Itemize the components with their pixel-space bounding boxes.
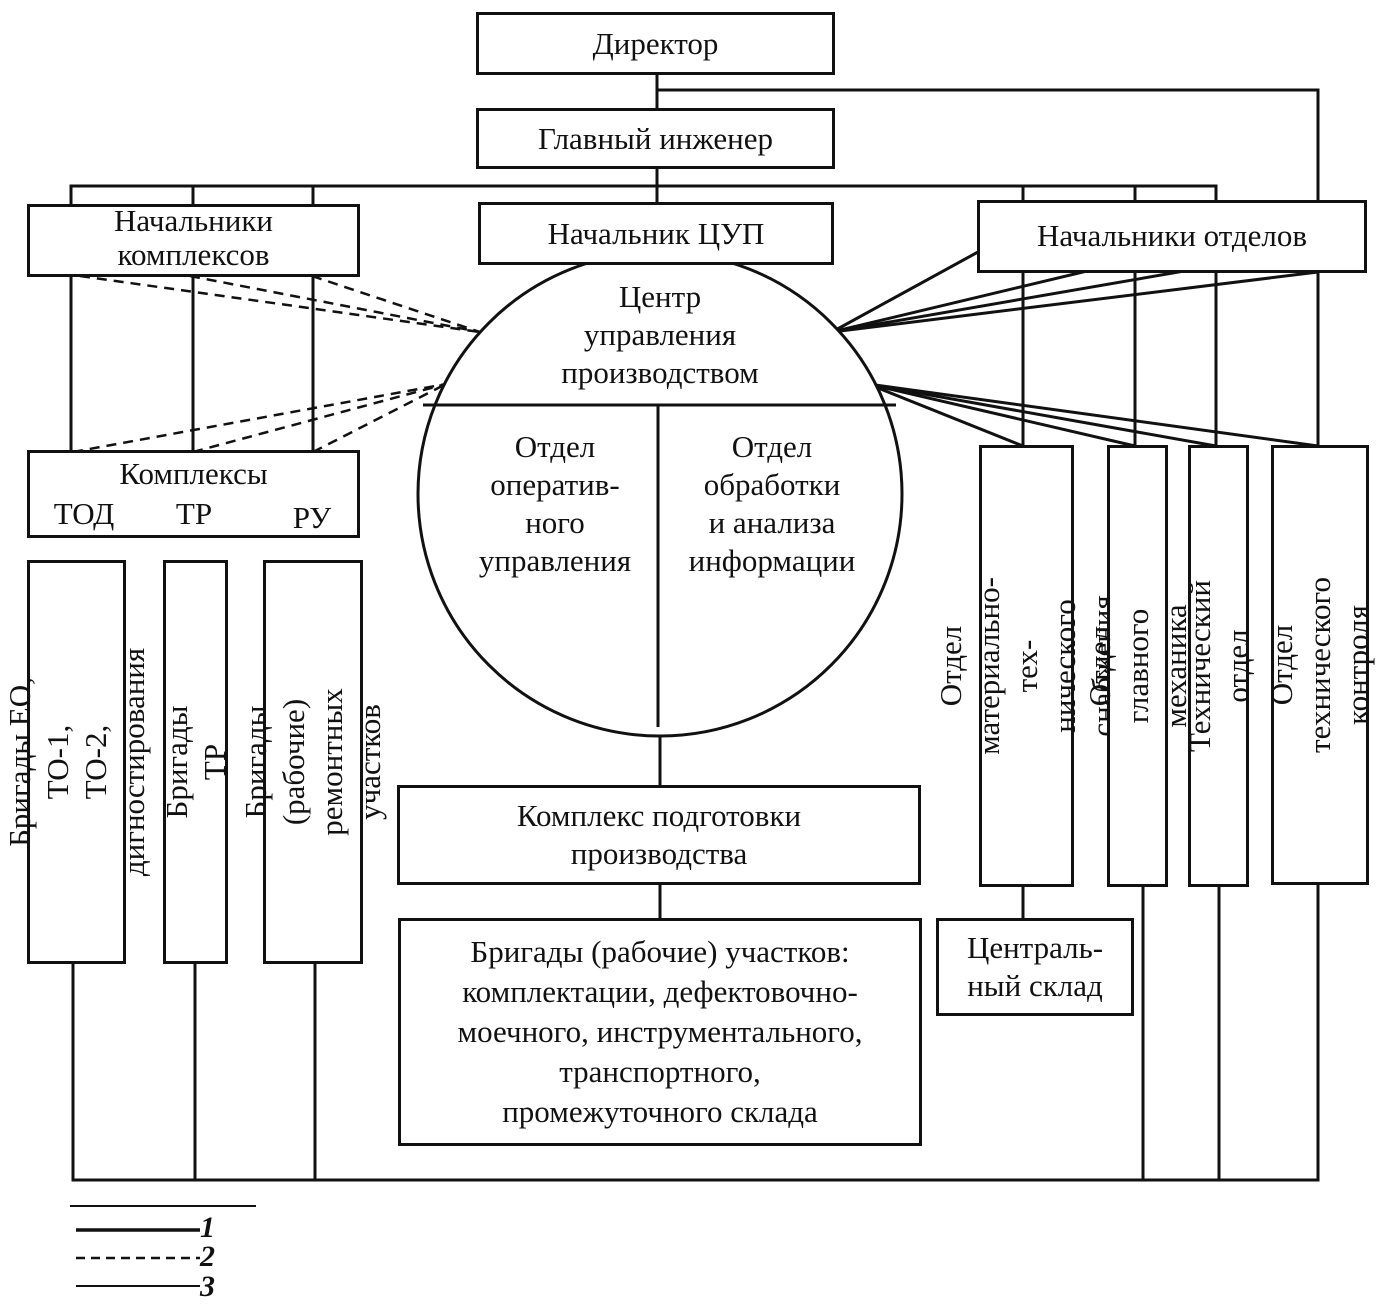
supply-dept-box: Отдел материально-тех- нического снабжен… (933, 445, 1120, 887)
complex-ru-label: РУ (292, 500, 332, 535)
brigades-eo-box: Бригады ЕО, ТО-1, ТО-2, дигностирования (2, 560, 151, 964)
mechanic-dept-box: Отдел главного механика (1082, 445, 1193, 887)
mechanic-dept-label: Отдел главного механика (1081, 604, 1193, 728)
operative-dept-label: Отдел оператив- ного управления (478, 429, 632, 578)
technical-dept-label: Технический отдел (1181, 580, 1255, 752)
heads-of-departments-label: Начальники отделов (1036, 218, 1308, 253)
prep-complex-label: Комплекс подготовки производства (516, 798, 802, 871)
prep-brigades-label: Бригады (рабочие) участков: комплектации… (457, 934, 863, 1129)
complexes-box: Комплексы ТОД ТР РУ (27, 450, 360, 538)
prep-complex-box: Комплекс подготовки производства (397, 785, 921, 885)
brigades-tr-box: Бригады ТР (159, 560, 232, 964)
center-title: Центр управления производством (561, 279, 759, 390)
heads-of-complexes-label: Начальники комплексов (114, 203, 273, 272)
director-box: Директор (476, 12, 835, 75)
complex-tod-label: ТОД (53, 496, 115, 531)
legend-label-3: 3 (200, 1270, 215, 1303)
central-warehouse-box: Централь- ный склад (936, 918, 1134, 1016)
chief-engineer-label: Главный инженер (537, 120, 773, 156)
chief-engineer-box: Главный инженер (476, 108, 835, 169)
complexes-label: Комплексы (119, 456, 268, 491)
technical-dept-box: Технический отдел (1182, 445, 1255, 887)
central-warehouse-label: Централь- ный склад (966, 930, 1104, 1003)
heads-of-departments-box: Начальники отделов (977, 200, 1367, 273)
brigades-eo-label: Бригады ЕО, ТО-1, ТО-2, дигностирования (1, 647, 151, 877)
brigades-tr-label: Бригады ТР (158, 705, 232, 819)
brigades-ru-label: Бригады (рабочие) ремонтных участков (238, 688, 387, 836)
head-cup-label: Начальник ЦУП (547, 215, 765, 251)
complex-tr-label: ТР (175, 496, 213, 531)
control-dept-box: Отдел технического контроля (1264, 445, 1375, 885)
legend-label-1: 1 (200, 1211, 215, 1244)
control-dept-label: Отдел технического контроля (1264, 577, 1375, 753)
legend-label-2: 2 (200, 1240, 215, 1273)
brigades-ru-box: Бригады (рабочие) ремонтных участков (238, 560, 387, 964)
head-cup-box: Начальник ЦУП (478, 202, 834, 265)
prep-brigades-box: Бригады (рабочие) участков: комплектации… (398, 918, 922, 1146)
analysis-dept-label: Отдел обработки и анализа информации (688, 429, 856, 578)
director-label: Директор (592, 25, 719, 61)
heads-of-complexes-box: Начальники комплексов (27, 204, 360, 277)
